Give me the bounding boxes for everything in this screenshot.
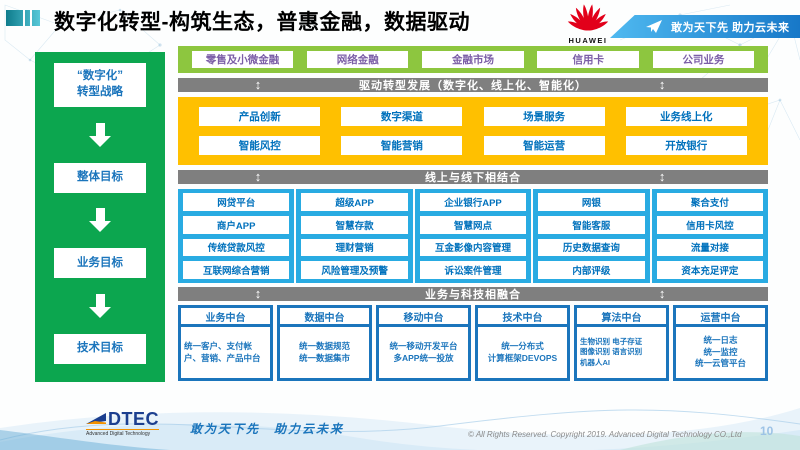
down-arrow-icon <box>89 294 111 319</box>
page-number: 10 <box>760 424 774 438</box>
transform-cell: 智能运营 <box>483 136 605 155</box>
platform-cell: 理财营销 <box>301 238 408 257</box>
platform-cell: 企业银行APP <box>419 193 527 211</box>
middle-platform-detail: 统一移动开发平台 多APP统一投放 <box>379 327 468 378</box>
banner-online-offline: ↕ 线上与线下相结合 ↕ <box>178 169 768 184</box>
huawei-flower-icon <box>567 4 609 31</box>
header-tagline-ribbon: 敢为天下先 助力云未来 <box>610 15 800 38</box>
header-tagline: 敢为天下先 助力云未来 <box>671 21 790 34</box>
platform-cell: 智慧存款 <box>301 215 408 234</box>
transform-cell: 数字渠道 <box>341 107 463 126</box>
middle-platform-detail: 统一分布式 计算框架DEVOPS <box>478 327 567 378</box>
platform-cell: 信用卡风控 <box>656 215 764 234</box>
platform-cell: 资本充足评定 <box>656 261 764 279</box>
middle-platform-title: 技术中台 <box>478 308 567 324</box>
middle-platform-column: 算法中台 生物识别 电子存证 图像识别 语言识别 机器人AI <box>574 305 669 381</box>
transform-cell: 智能营销 <box>341 136 463 155</box>
platform-cell: 超级APP <box>301 193 408 211</box>
middle-platform-title: 算法中台 <box>577 308 666 324</box>
platform-cell: 历史数据查询 <box>538 238 645 257</box>
business-line-cell: 零售及小微金融 <box>191 51 294 68</box>
up-down-arrow-icon: ↕ <box>658 169 667 184</box>
platform-cell: 互金影像内容管理 <box>419 238 527 257</box>
sidebar-item-overall-goal: 整体目标 <box>54 162 146 193</box>
banner-drive-label: 驱动转型发展（数字化、线上化、智能化） <box>359 80 587 92</box>
business-line-cell: 金融市场 <box>422 51 524 68</box>
down-arrow-icon <box>89 208 111 233</box>
transform-cell: 产品创新 <box>199 107 321 126</box>
banner-drive-transform: ↕ 驱动转型发展（数字化、线上化、智能化） ↕ <box>178 77 768 92</box>
up-down-arrow-icon: ↕ <box>254 169 263 184</box>
middle-platform-column: 业务中台 统一客户、支付帐户、营销、产品中台 <box>178 305 273 381</box>
platform-cell: 商户APP <box>183 215 290 234</box>
huawei-wordmark: HUAWEI <box>568 36 608 45</box>
platform-column: 超级APP 智慧存款 理财营销 风险管理及预警 <box>296 189 413 283</box>
footer-tagline: 敢为天下先 助力云未来 <box>190 422 345 436</box>
up-down-arrow-icon: ↕ <box>658 77 667 92</box>
up-down-arrow-icon: ↕ <box>658 286 667 301</box>
transform-cell: 业务线上化 <box>625 107 747 126</box>
banner-online-offline-label: 线上与线下相结合 <box>425 172 521 184</box>
middle-platform-detail: 生物识别 电子存证 图像识别 语言识别 机器人AI <box>577 327 666 378</box>
middle-platforms: 业务中台 统一客户、支付帐户、营销、产品中台 数据中台 统一数据规范 统一数据集… <box>178 305 768 381</box>
middle-platform-column: 移动中台 统一移动开发平台 多APP统一投放 <box>376 305 471 381</box>
middle-platform-detail: 统一日志 统一监控 统一云管平台 <box>676 327 765 378</box>
up-down-arrow-icon: ↕ <box>254 286 263 301</box>
strategy-sidebar: “数字化” 转型战略 整体目标 业务目标 技术目标 <box>35 52 165 382</box>
transformation-row: 智能风控 智能营销 智能运营 开放银行 <box>178 136 768 155</box>
transform-cell: 智能风控 <box>199 136 321 155</box>
down-arrow-icon <box>89 122 111 147</box>
business-line-cell: 公司业务 <box>652 51 755 68</box>
platform-cell: 聚合支付 <box>656 193 764 211</box>
transform-cell: 开放银行 <box>625 136 747 155</box>
platform-cell: 内部评级 <box>538 261 645 279</box>
transformation-block: 产品创新 数字渠道 场景服务 业务线上化 智能风控 智能营销 智能运营 开放银行 <box>178 97 768 165</box>
business-lines-band: 零售及小微金融 网络金融 金融市场 信用卡 公司业务 <box>178 46 768 73</box>
middle-platform-title: 数据中台 <box>280 308 369 324</box>
huawei-logo: HUAWEI <box>563 4 613 45</box>
platform-column: 企业银行APP 智慧网点 互金影像内容管理 诉讼案件管理 <box>414 189 532 283</box>
page-title: 数字化转型-构筑生态，普惠金融，数据驱动 <box>54 11 470 34</box>
platform-cell: 风险管理及预警 <box>301 261 408 279</box>
middle-platform-detail: 统一数据规范 统一数据集市 <box>280 327 369 378</box>
sidebar-item-strategy: “数字化” 转型战略 <box>54 63 146 107</box>
copyright-text: © All Rights Reserved. Copyright 2019. A… <box>468 430 742 439</box>
platform-cell: 智慧网点 <box>419 215 527 234</box>
middle-platform-column: 数据中台 统一数据规范 统一数据集市 <box>277 305 372 381</box>
platform-cell: 传统贷款风控 <box>183 238 290 257</box>
platform-column: 网银 智能客服 历史数据查询 内部评级 <box>533 189 650 283</box>
transformation-row: 产品创新 数字渠道 场景服务 业务线上化 <box>178 107 768 126</box>
platform-grid: 网贷平台 商户APP 传统贷款风控 互联网综合营销 超级APP 智慧存款 理财营… <box>178 189 769 283</box>
sidebar-item-business-goal: 业务目标 <box>54 248 146 279</box>
banner-biz-tech-label: 业务与科技相融合 <box>425 289 521 301</box>
adtec-wordmark: DTEC <box>108 409 159 429</box>
platform-cell: 网银 <box>538 193 645 211</box>
adtec-arrow-icon <box>86 413 106 424</box>
adtec-subtitle: Advanced Digital Technology <box>86 429 159 437</box>
middle-platform-title: 运营中台 <box>676 308 765 324</box>
adtec-logo: DTEC Advanced Digital Technology <box>86 410 159 437</box>
paper-plane-icon <box>646 20 662 33</box>
middle-platform-column: 运营中台 统一日志 统一监控 统一云管平台 <box>673 305 768 381</box>
middle-platform-title: 移动中台 <box>379 308 468 324</box>
middle-platform-detail: 统一客户、支付帐户、营销、产品中台 <box>181 327 270 378</box>
sidebar-item-tech-goal: 技术目标 <box>54 333 146 364</box>
banner-biz-tech: ↕ 业务与科技相融合 ↕ <box>178 286 768 301</box>
business-line-cell: 信用卡 <box>537 51 639 68</box>
platform-cell: 互联网综合营销 <box>183 261 290 279</box>
middle-platform-column: 技术中台 统一分布式 计算框架DEVOPS <box>475 305 570 381</box>
title-accent-bar <box>6 10 40 26</box>
platform-cell: 诉讼案件管理 <box>419 261 527 279</box>
platform-column: 聚合支付 信用卡风控 流量对接 资本充足评定 <box>651 189 769 283</box>
up-down-arrow-icon: ↕ <box>254 77 263 92</box>
platform-cell: 网贷平台 <box>183 193 290 211</box>
transform-cell: 场景服务 <box>483 107 605 126</box>
business-line-cell: 网络金融 <box>307 51 409 68</box>
middle-platform-title: 业务中台 <box>181 308 270 324</box>
platform-cell: 流量对接 <box>656 238 764 257</box>
platform-cell: 智能客服 <box>538 215 645 234</box>
platform-column: 网贷平台 商户APP 传统贷款风控 互联网综合营销 <box>178 189 295 283</box>
